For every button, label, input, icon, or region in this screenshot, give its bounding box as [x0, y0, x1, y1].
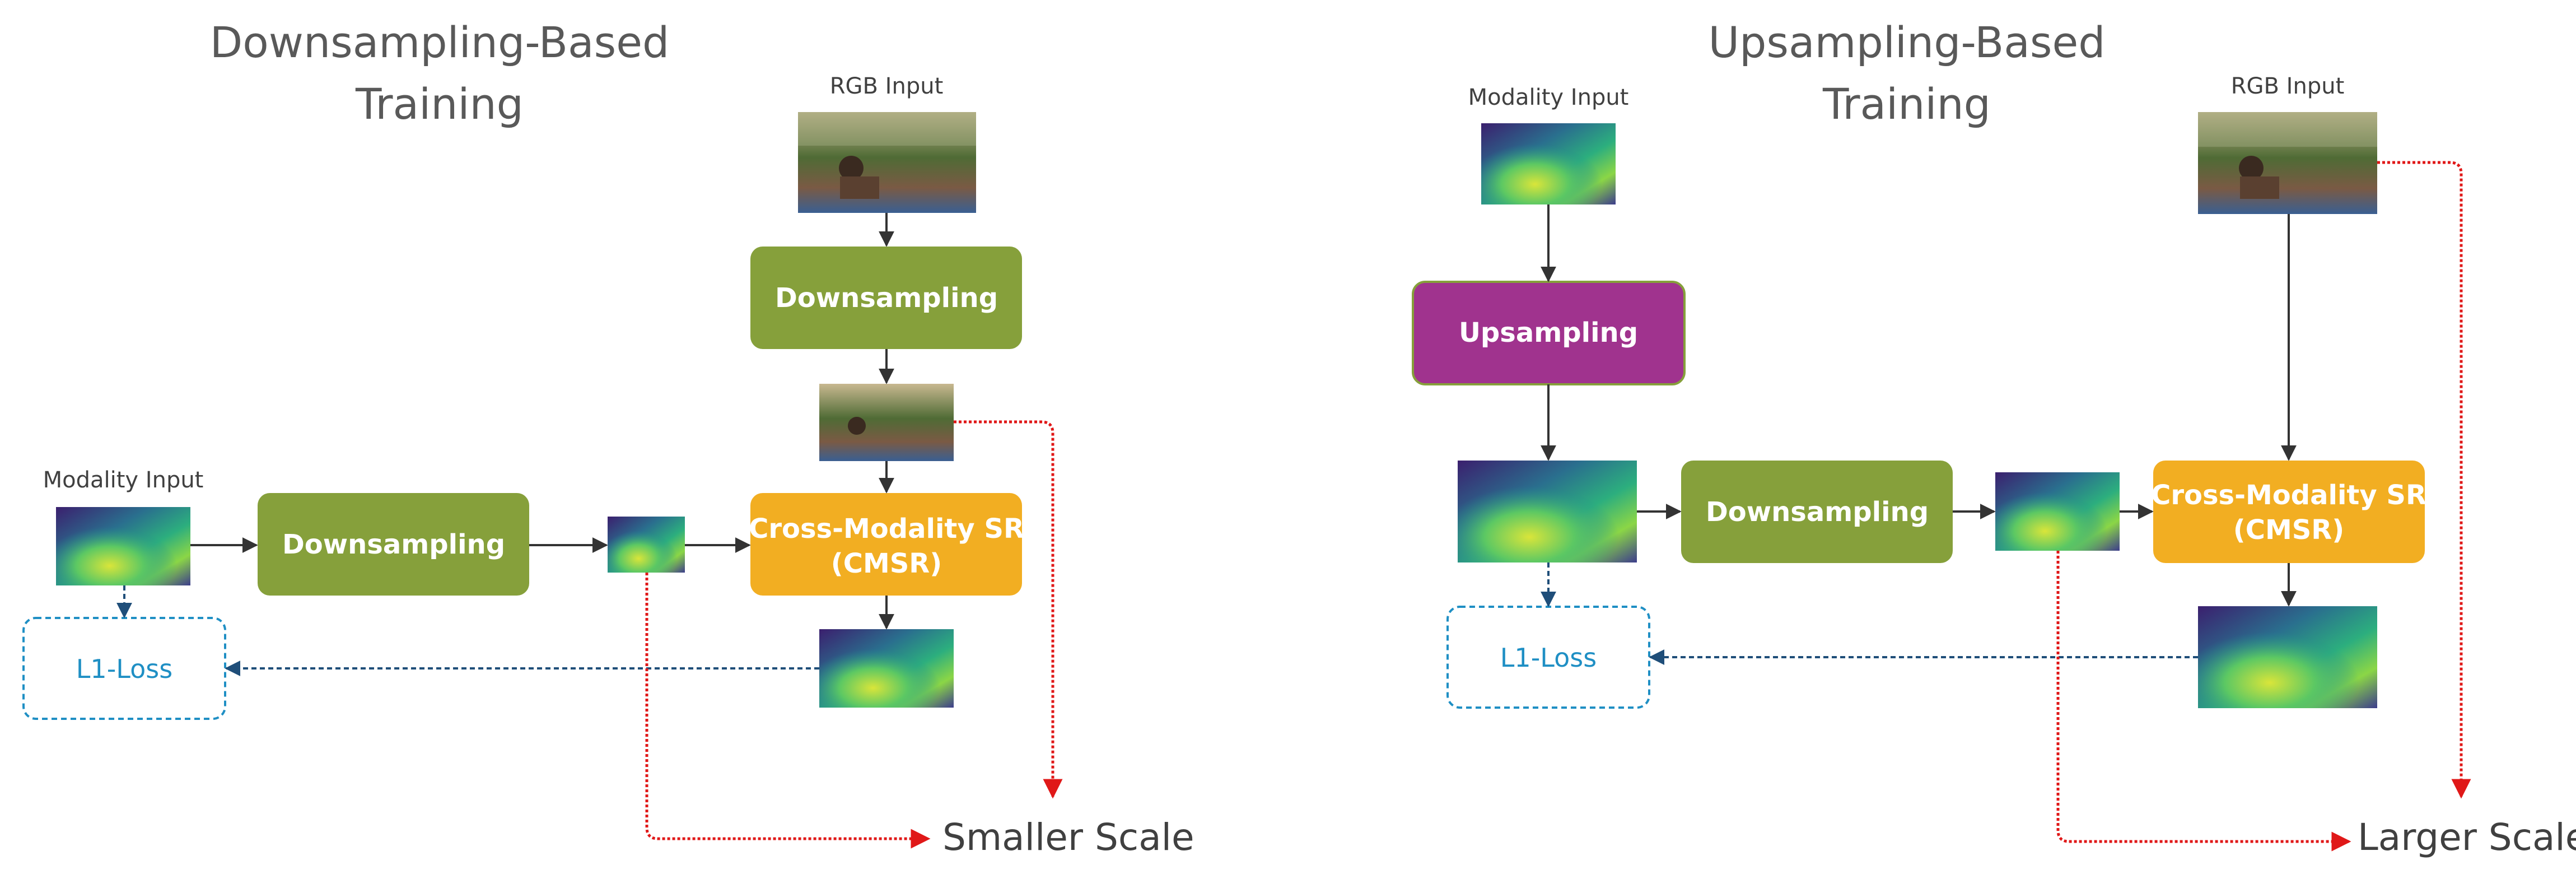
right-downsampling-box — [1681, 461, 1953, 563]
left-title-line2: Training — [355, 79, 524, 129]
left-rgb-input-image — [798, 112, 976, 213]
left-cmsr-box — [750, 493, 1022, 596]
right-cmsr-label-line2: (CMSR) — [2233, 514, 2344, 546]
right-title-line2: Training — [1822, 79, 1991, 129]
right-downsampled-modality-image — [1995, 472, 2120, 551]
left-scale-paths — [645, 420, 1063, 849]
left-modality-input-image — [56, 507, 190, 585]
right-upsampled-modality-image — [1458, 461, 1637, 562]
left-downsampled-modality-image — [608, 517, 685, 573]
right-modality-input-label: Modality Input — [1468, 85, 1629, 110]
right-loss-arrows — [1541, 562, 2198, 665]
right-rgb-input-label: RGB Input — [2231, 73, 2345, 99]
right-modality-input-image — [1481, 123, 1616, 204]
left-modality-input-label: Modality Input — [43, 467, 204, 493]
right-rgb-input-image — [2198, 112, 2377, 214]
left-flow-arrows — [190, 213, 894, 630]
left-cmsr-label-line1: Cross-Modality SR — [749, 513, 1024, 545]
left-loss-label: L1-Loss — [76, 654, 172, 684]
left-loss-arrows — [116, 585, 819, 676]
left-scale-label: Smaller Scale — [942, 816, 1194, 859]
right-output-heatmap — [2198, 606, 2377, 708]
left-downsampling-modality-label: Downsampling — [282, 529, 505, 560]
right-scale-label: Larger Scale — [2358, 816, 2576, 859]
left-cmsr-label-line2: (CMSR) — [831, 548, 942, 579]
left-downsampling-modality-box — [258, 493, 529, 596]
right-scale-paths — [2056, 161, 2471, 852]
left-output-heatmap — [819, 629, 954, 708]
right-flow-arrows — [1541, 204, 2297, 607]
right-downsampling-label: Downsampling — [1706, 496, 1929, 528]
left-downsampling-rgb-box — [750, 247, 1022, 349]
left-downsampling-rgb-label: Downsampling — [775, 282, 998, 314]
left-title-line1: Downsampling-Based — [210, 17, 669, 67]
right-title-line1: Upsampling-Based — [1709, 17, 2106, 67]
right-cmsr-box — [2153, 461, 2425, 563]
right-loss-label: L1-Loss — [1500, 643, 1597, 673]
right-upsampling-label: Upsampling — [1459, 317, 1638, 348]
left-downsampled-rgb-image — [819, 384, 954, 461]
right-cmsr-label-line1: Cross-Modality SR — [2151, 480, 2426, 511]
left-rgb-input-label: RGB Input — [830, 73, 944, 99]
